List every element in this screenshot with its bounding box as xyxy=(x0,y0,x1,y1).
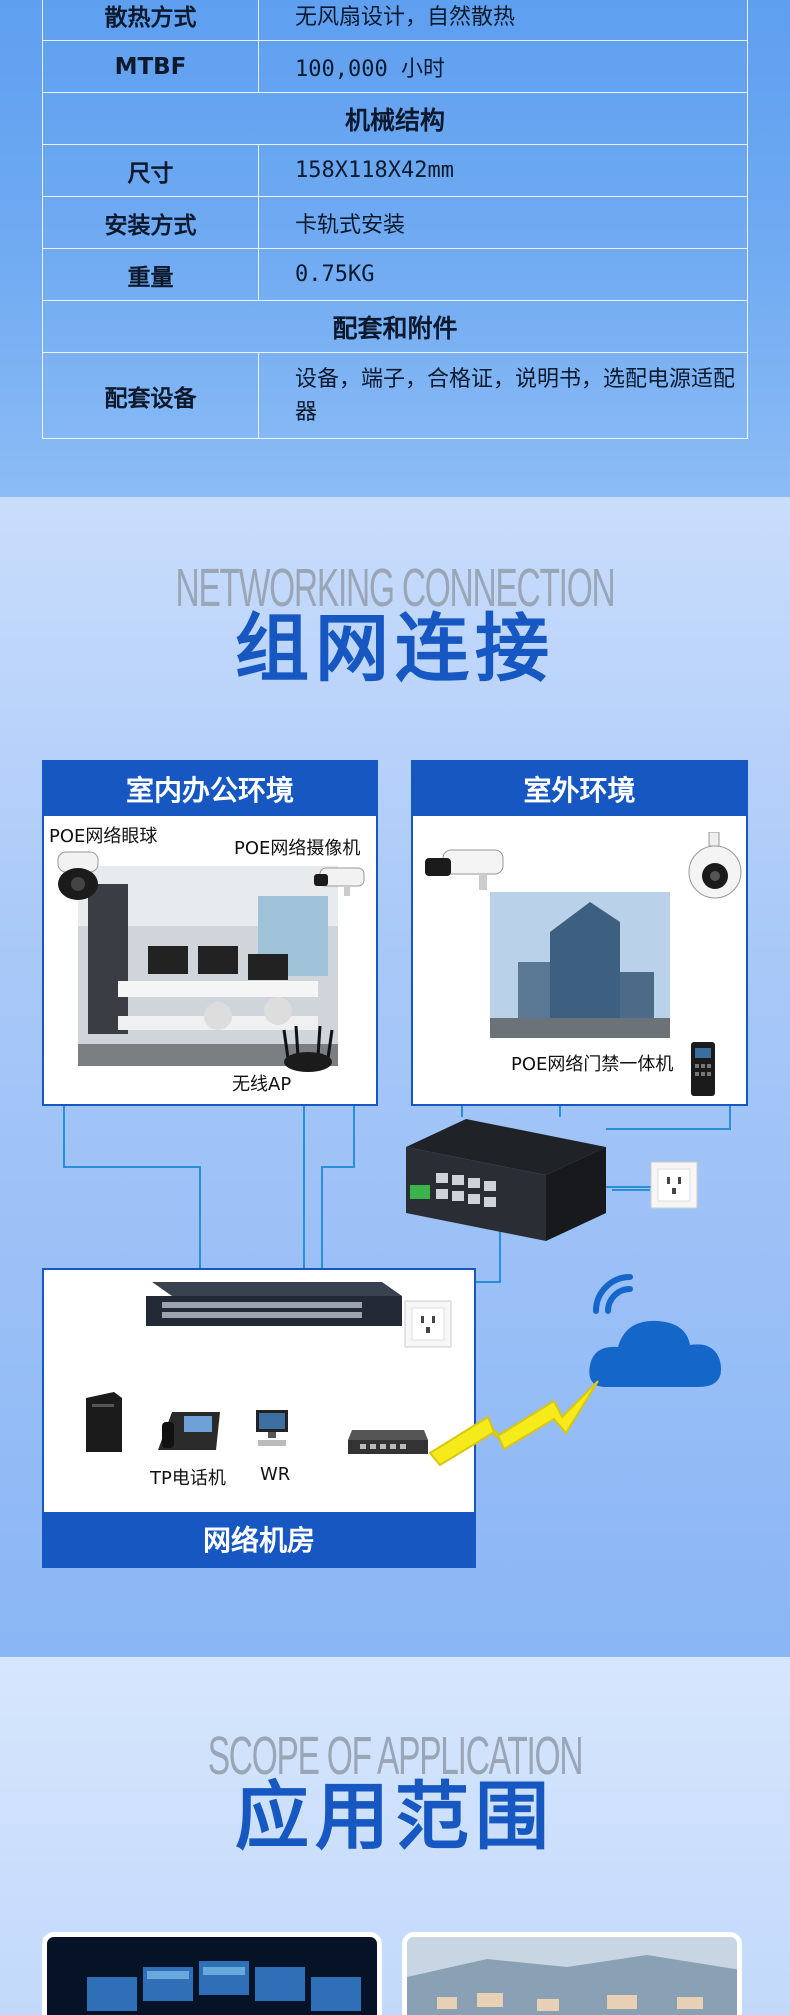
ip-phone-icon xyxy=(158,1412,220,1450)
spec-row: MTBF 100,000 小时 xyxy=(42,40,748,93)
application-subtitle: SCOPE OF APPLICATION xyxy=(207,1726,584,1786)
outdoor-heading: 室外环境 xyxy=(413,762,746,816)
lightning-icon xyxy=(428,1380,599,1467)
ip-phone-label: TP电话机 xyxy=(150,1468,226,1489)
dome-camera-label: POE网络眼球 xyxy=(49,826,158,847)
computer-icon xyxy=(256,1410,288,1446)
port-city-photo xyxy=(407,1937,737,2015)
spec-key: 尺寸 xyxy=(42,144,259,197)
spec-key: 重量 xyxy=(42,248,259,301)
spec-row: 尺寸 158X118X42mm xyxy=(42,144,748,197)
spec-key: 配套设备 xyxy=(42,352,259,439)
power-socket-icon xyxy=(404,1300,452,1348)
spec-key: 安装方式 xyxy=(42,196,259,249)
spec-value: 0.75KG xyxy=(258,248,748,301)
access-control-label: POE网络门禁一体机 xyxy=(511,1054,674,1075)
spec-group-title: 机械结构 xyxy=(42,92,748,145)
spec-section: 散热方式 无风扇设计，自然散热 MTBF 100,000 小时 机械结构 尺寸 … xyxy=(0,0,790,497)
indoor-heading: 室内办公环境 xyxy=(44,762,376,816)
industrial-switch-icon xyxy=(406,1119,606,1241)
spec-value: 设备，端子，合格证，说明书，选配电源适配器 xyxy=(258,352,748,439)
networking-section: NETWORKING CONNECTION 组网连接 室内办公环境 POE网络眼… xyxy=(0,497,790,1657)
router-icon xyxy=(348,1430,428,1454)
cloud-icon xyxy=(589,1274,722,1387)
spec-value: 卡轨式安装 xyxy=(258,196,748,249)
control-room-photo xyxy=(47,1937,377,2015)
indoor-panel: 室内办公环境 POE网络眼球 POE网络摄像机 xyxy=(42,760,378,1106)
application-image-card xyxy=(402,1932,742,2015)
wifi-signal-icon xyxy=(593,1274,633,1314)
pc-tower-icon xyxy=(86,1392,122,1452)
networking-subtitle: NETWORKING CONNECTION xyxy=(175,558,616,618)
application-title: 应用范围 xyxy=(235,1774,555,1860)
spec-table: 散热方式 无风扇设计，自然散热 MTBF 100,000 小时 机械结构 尺寸 … xyxy=(42,0,748,439)
spec-row: 安装方式 卡轨式安装 xyxy=(42,196,748,249)
application-image-card xyxy=(42,1932,382,2015)
spec-value: 100,000 小时 xyxy=(258,40,748,93)
spec-value: 158X118X42mm xyxy=(258,144,748,197)
machine-room-heading: 网络机房 xyxy=(44,1512,474,1566)
spec-row: 重量 0.75KG xyxy=(42,248,748,301)
spec-value: 无风扇设计，自然散热 xyxy=(258,0,748,41)
rack-switch-icon xyxy=(146,1282,402,1326)
spec-group-row: 机械结构 xyxy=(42,92,748,145)
wr-label: WR xyxy=(260,1464,291,1485)
power-socket-icon xyxy=(650,1161,698,1209)
wireless-ap-icon xyxy=(282,1025,334,1072)
bullet-camera-icon xyxy=(314,867,365,896)
office-photo xyxy=(78,866,338,1066)
building-photo xyxy=(490,892,670,1038)
outdoor-panel: 室外环境 POE网络门禁一体机 xyxy=(411,760,748,1106)
application-section: SCOPE OF APPLICATION 应用范围 xyxy=(0,1657,790,2015)
spec-key: MTBF xyxy=(42,40,259,93)
network-camera-label: POE网络摄像机 xyxy=(234,838,361,859)
ptz-camera-icon xyxy=(688,832,742,899)
spec-group-title: 配套和附件 xyxy=(42,300,748,353)
bullet-camera-icon xyxy=(425,849,504,890)
spec-row: 散热方式 无风扇设计，自然散热 xyxy=(42,0,748,41)
spec-group-row: 配套和附件 xyxy=(42,300,748,353)
machine-room-panel: TP电话机 WR 网络机房 xyxy=(42,1268,476,1568)
spec-key: 散热方式 xyxy=(42,0,259,41)
spec-row: 配套设备 设备，端子，合格证，说明书，选配电源适配器 xyxy=(42,352,748,439)
networking-title: 组网连接 xyxy=(235,606,555,692)
dome-camera-icon xyxy=(57,851,99,900)
access-control-icon xyxy=(691,1042,715,1096)
wireless-ap-label: 无线AP xyxy=(232,1074,292,1095)
